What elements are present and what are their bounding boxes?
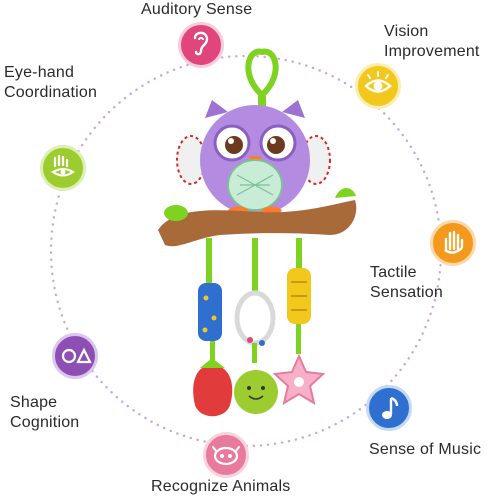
label-sense-of-music: Sense of Music (369, 440, 481, 460)
auditory-badge (178, 22, 224, 68)
shapes-icon (61, 347, 92, 364)
music-note-icon (382, 396, 399, 419)
label-vision-line1: Vision (384, 23, 429, 40)
label-vision-improvement: Vision Improvement (384, 22, 480, 62)
label-tactile-line1: Tactile (370, 264, 417, 281)
label-shape-cognition: Shape Cognition (10, 393, 79, 433)
label-animals-text: Recognize Animals (151, 478, 291, 495)
label-auditory-text: Auditory Sense (141, 1, 253, 18)
label-shape-line2: Cognition (10, 414, 80, 431)
vision-badge (355, 63, 401, 109)
hand-icon (444, 230, 464, 254)
label-shape-line1: Shape (10, 394, 58, 411)
music-badge (366, 385, 412, 431)
eyehand-badge (40, 145, 86, 191)
animals-badge (203, 432, 249, 478)
ear-icon (193, 31, 209, 56)
tactile-badge (430, 220, 476, 266)
animal-face-icon (212, 446, 240, 466)
label-recognize-animals: Recognize Animals (151, 477, 290, 497)
label-auditory-sense: Auditory Sense (141, 0, 252, 20)
hand-eye-icon (51, 154, 75, 177)
label-music-text: Sense of Music (369, 441, 482, 458)
shape-badge (52, 333, 98, 379)
label-tactile-line2: Sensation (370, 284, 443, 301)
label-eyehand-line1: Eye-hand (4, 64, 75, 81)
label-tactile-sensation: Tactile Sensation (370, 263, 443, 303)
label-vision-line2: Improvement (384, 43, 480, 60)
eye-icon (364, 71, 392, 93)
label-eyehand-line2: Coordination (4, 84, 98, 101)
label-eye-hand-coordination: Eye-hand Coordination (4, 63, 97, 103)
